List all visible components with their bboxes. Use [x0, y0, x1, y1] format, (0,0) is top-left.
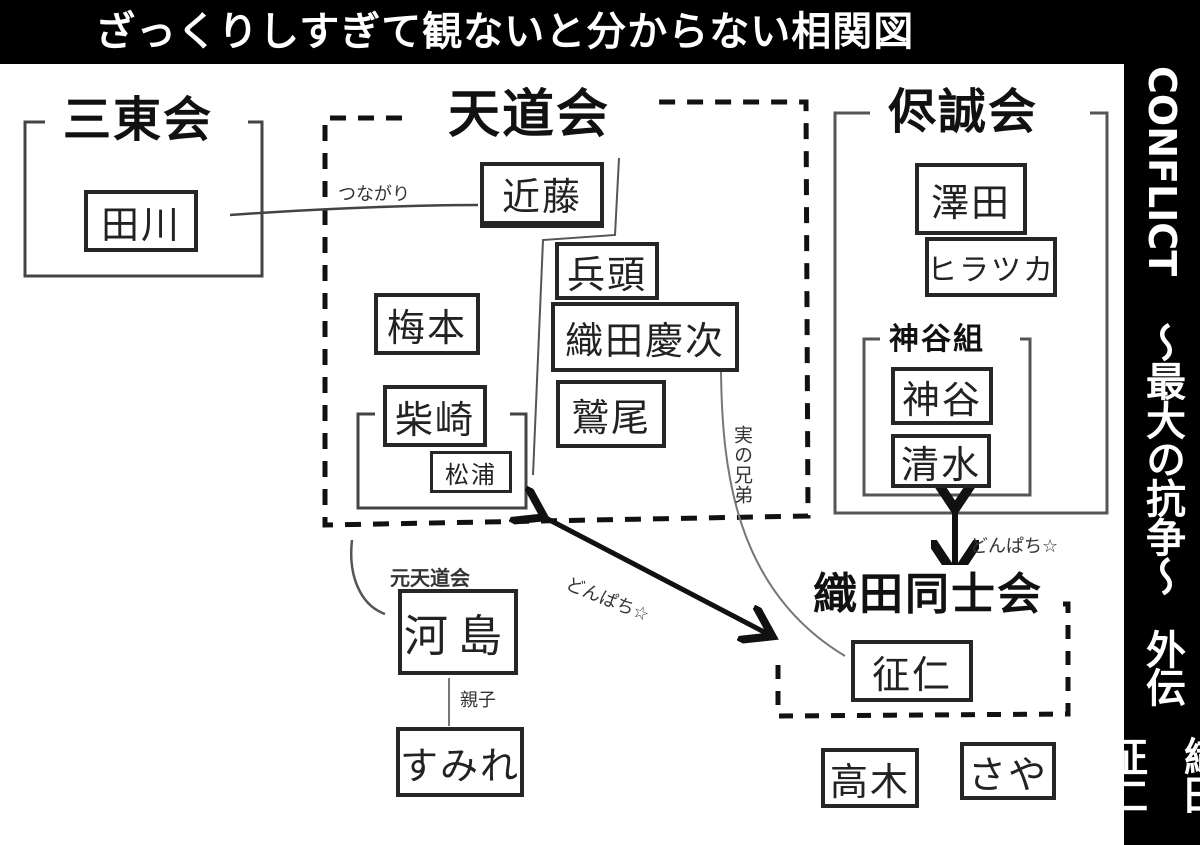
- connection-label: つながり: [338, 184, 410, 205]
- fight-label-2: どんぱち☆: [970, 536, 1059, 557]
- side-banner: CONFLICT ～最大の抗争～ 外伝 織田征仁: [1101, 64, 1200, 845]
- member-tagawa: 田川: [84, 190, 198, 252]
- member-shibasaki: 柴崎: [383, 385, 487, 447]
- member-kamiya: 神谷: [891, 367, 993, 425]
- member-matsuura: 松浦: [430, 451, 512, 493]
- member-kondo: 近藤: [480, 162, 604, 228]
- protagonist-name: 織田征仁: [1101, 736, 1200, 812]
- member-shimizu: 清水: [891, 434, 991, 488]
- group-label-kamiyagumi: 神谷組: [885, 320, 989, 360]
- member-kawashima: 河島: [398, 589, 518, 675]
- member-saya: さや: [960, 742, 1056, 800]
- group-label-oda-doshikai: 織田同士会: [805, 565, 1051, 625]
- group-label-seiseikai: 侭誠会: [880, 82, 1047, 142]
- series-title: CONFLICT: [1140, 66, 1184, 277]
- member-takagi: 高木: [821, 748, 919, 808]
- group-label-santokai: 三東会: [55, 90, 222, 150]
- edition-label: 外伝: [1139, 629, 1185, 705]
- member-hyodo: 兵頭: [555, 242, 659, 300]
- member-sumire: すみれ: [396, 727, 524, 797]
- parent-child-label: 親子: [460, 690, 496, 711]
- member-washio: 鷲尾: [556, 380, 666, 448]
- member-sawada: 澤田: [915, 163, 1027, 235]
- member-masahito: 征仁: [851, 640, 973, 702]
- title-banner: ざっくりしすぎて観ないと分からない相関図: [0, 0, 1200, 64]
- series-subtitle: ～最大の抗争～: [1139, 322, 1185, 595]
- member-hiratsuka: ヒラツカ: [925, 237, 1057, 297]
- real-brothers-label: 実の兄弟: [731, 425, 753, 505]
- member-oda-keiji: 織田慶次: [551, 302, 739, 372]
- member-umemoto: 梅本: [374, 293, 480, 355]
- fight-label-1: どんぱち☆: [562, 573, 653, 627]
- connection-line: [229, 203, 479, 217]
- former-tendokai-label: 元天道会: [390, 566, 470, 590]
- diagram-title: ざっくりしすぎて観ないと分からない相関図: [95, 9, 915, 55]
- former-member-line: [350, 539, 386, 616]
- group-label-tendokai: 天道会: [440, 85, 619, 145]
